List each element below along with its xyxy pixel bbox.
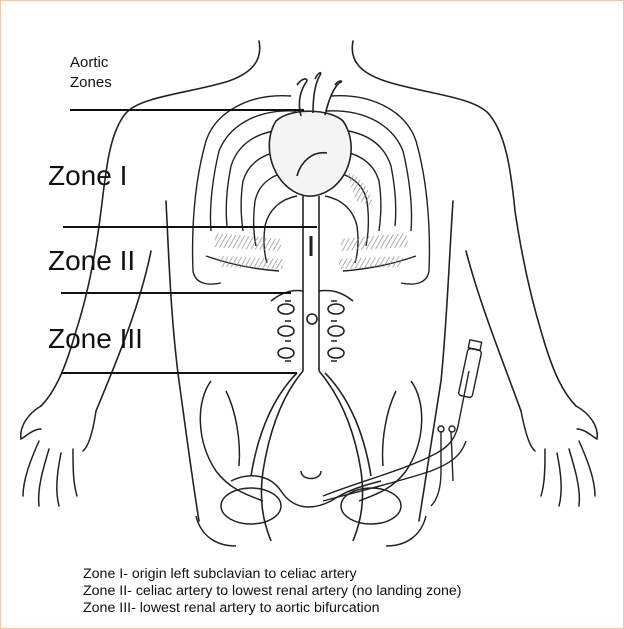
zone-3-label: Zone III [48, 324, 143, 354]
pelvis [196, 381, 426, 546]
aortic-zones-title: Aortic Zones [70, 53, 112, 93]
aortic-title-line2: Zones [70, 73, 112, 93]
aortic-title-line1: Aortic [70, 53, 112, 73]
zone-1-label: Zone I [48, 161, 127, 191]
left-hand-icon [21, 406, 96, 506]
legend-zone-1: Zone I- origin left subclavian to celiac… [83, 566, 462, 583]
legend-zone-2: Zone II- celiac artery to lowest renal a… [83, 583, 462, 600]
zone-legend: Zone I- origin left subclavian to celiac… [83, 566, 462, 616]
catheter-syringe [323, 340, 482, 506]
heart [269, 73, 351, 196]
zone-2-label: Zone II [48, 246, 135, 276]
legend-zone-3: Zone III- lowest renal artery to aortic … [83, 600, 462, 617]
right-hand-icon [521, 406, 597, 506]
